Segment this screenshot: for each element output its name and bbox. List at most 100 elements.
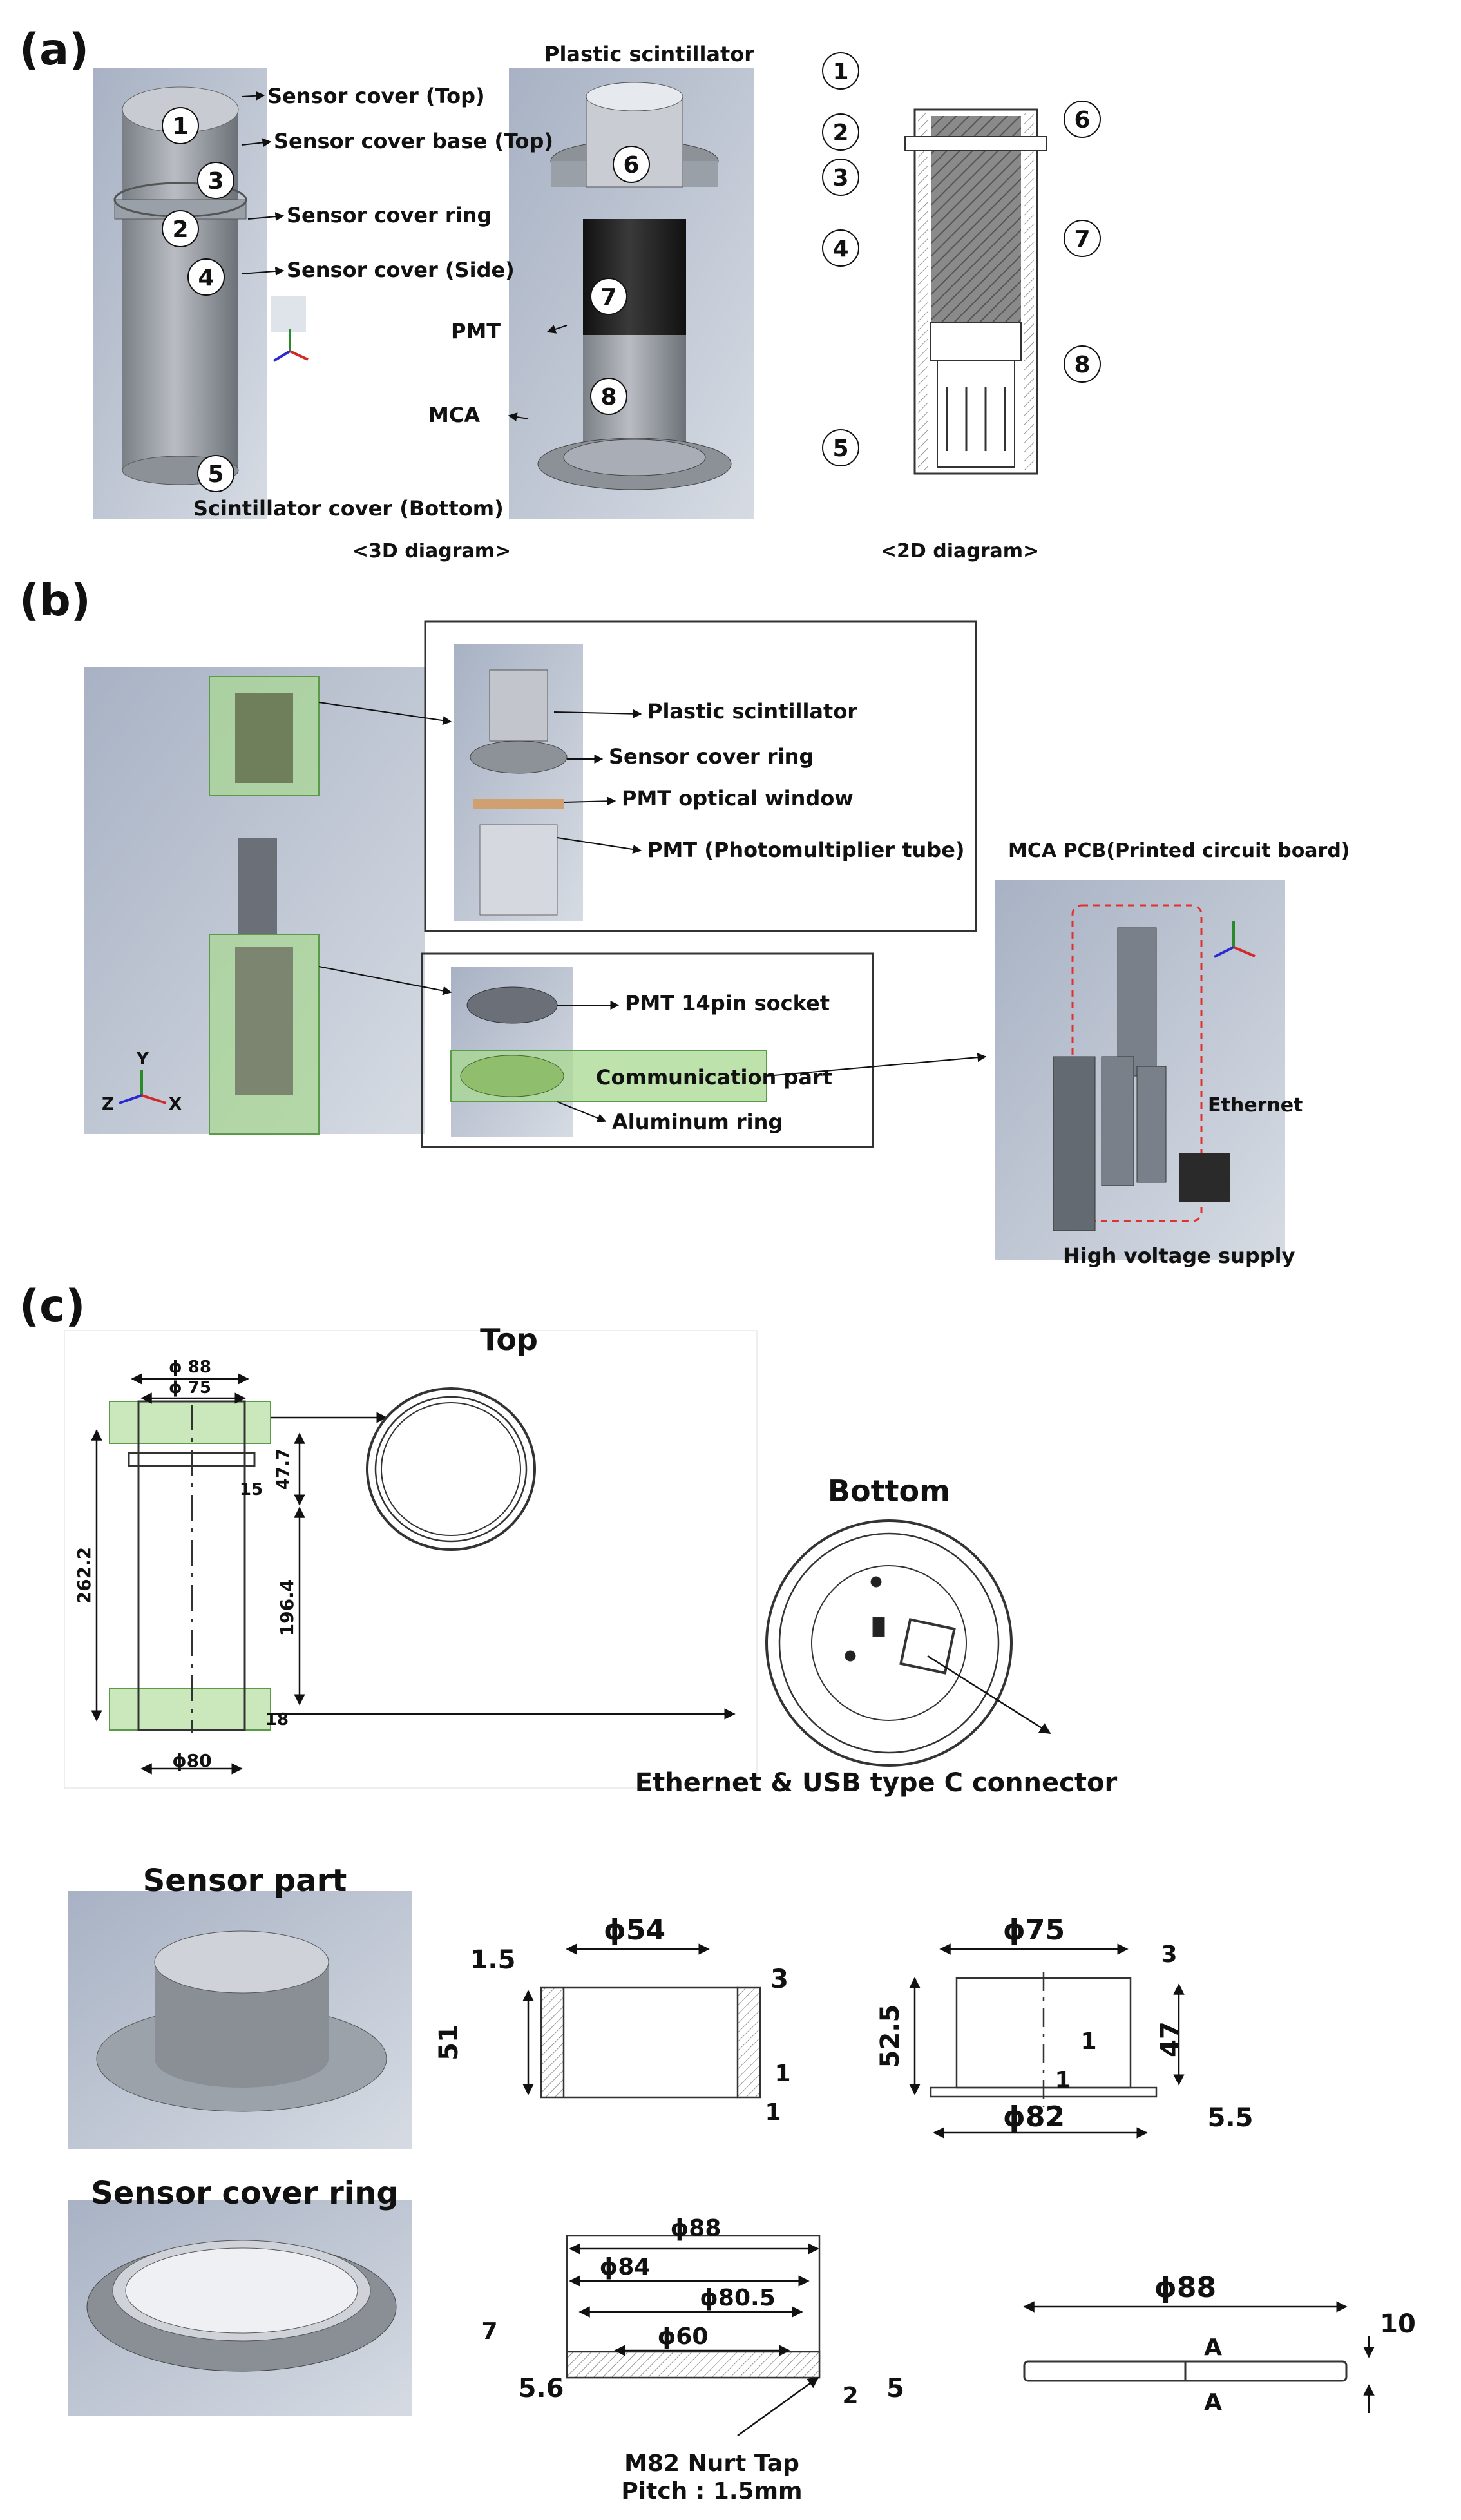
tap-note-2: Pitch : 1.5mm xyxy=(621,2478,802,2505)
callout-box-upper xyxy=(424,620,977,932)
sensor-part-dim-14: 5.5 xyxy=(1208,2103,1254,2133)
balloon-2d-1-circle xyxy=(822,52,859,90)
b-label-10: High voltage supply xyxy=(1063,1244,1295,1268)
bottom-title: Bottom xyxy=(828,1474,950,1508)
balloon-3d-1-circle xyxy=(162,107,199,144)
sensor-part-dim-2: 1.5 xyxy=(470,1945,516,1975)
render-3d-exploded xyxy=(509,68,754,519)
b-arrow-pmt xyxy=(557,837,642,854)
a-label-7: PMT xyxy=(451,319,501,343)
a-label-6: Plastic scintillator xyxy=(544,42,754,66)
sensor-part-section xyxy=(540,1986,761,2099)
b-arrow-alum xyxy=(557,1101,607,1122)
sensor-part-dim-5: 1 xyxy=(774,2061,790,2087)
balloon-3d-8: 8 xyxy=(600,384,616,410)
sensor-part-dim-11: 47 xyxy=(1156,2021,1185,2057)
axis-triad-b2 xyxy=(1214,921,1256,958)
main-dimension-lines xyxy=(91,1373,736,1775)
render-exploded-full xyxy=(84,667,425,1135)
ring-dim-6: 5.6 xyxy=(519,2374,564,2403)
b-label-9: Ethernet xyxy=(1208,1094,1303,1117)
balloon-2d-4: 4 xyxy=(832,236,848,262)
main-dim-1: ϕ 88 xyxy=(169,1358,211,1377)
balloon-2d-5: 5 xyxy=(832,436,848,462)
ring-dim-10: 10 xyxy=(1380,2309,1416,2339)
b-label-7: Aluminum ring xyxy=(612,1110,783,1134)
ring-side xyxy=(1023,2360,1348,2382)
sensor-part-dim-7: ϕ75 xyxy=(1003,1914,1065,1947)
b-arrow-scint xyxy=(553,709,642,718)
main-dim-8: ϕ80 xyxy=(172,1750,211,1771)
axis-label-x: X xyxy=(169,1095,182,1114)
a-label-3: Sensor cover ring xyxy=(287,203,492,227)
ring-title: Sensor cover ring xyxy=(91,2175,399,2211)
balloon-3d-4-circle xyxy=(187,258,225,296)
balloon-3d-7-circle xyxy=(590,278,627,315)
main-dim-6: 196.4 xyxy=(276,1579,298,1637)
sensor-part-dim-lines xyxy=(522,1943,1185,2139)
a-arrow-7 xyxy=(546,325,568,334)
panel-b-connectors xyxy=(318,702,987,1077)
sensor-part-dim-13: ϕ82 xyxy=(1003,2101,1065,2133)
sensor-part-dim-8: 3 xyxy=(1161,1941,1177,1968)
b-label-4: PMT (Photomultiplier tube) xyxy=(647,838,965,862)
b-label-1: Plastic scintillator xyxy=(647,699,857,724)
ring-dim-5: 7 xyxy=(481,2318,497,2345)
b-label-5: PMT 14pin socket xyxy=(625,991,830,1015)
ring-dim-9: ϕ88 xyxy=(1154,2271,1216,2304)
caption-3d: <3D diagram> xyxy=(352,540,511,563)
balloon-2d-4-circle xyxy=(822,229,859,267)
top-view-rings xyxy=(366,1387,536,1551)
main-dimension-drawing xyxy=(64,1330,758,1789)
render-mca-pcb xyxy=(995,880,1285,1260)
b-label-6: Communication part xyxy=(596,1065,832,1090)
balloon-3d-1: 1 xyxy=(172,113,188,140)
balloon-2d-7-circle xyxy=(1064,220,1101,257)
a-label-2: Sensor cover base (Top) xyxy=(274,129,553,153)
main-dim-2: ϕ 75 xyxy=(169,1378,211,1398)
main-dim-4: 15 xyxy=(240,1480,263,1499)
sensor-part-dim-9: 52.5 xyxy=(875,2005,905,2068)
caption-2d: <2D diagram> xyxy=(881,540,1039,563)
sensor-part-dim-1: ϕ54 xyxy=(604,1914,665,1947)
ring-dim-1: ϕ88 xyxy=(671,2215,721,2242)
ring-dim-2: ϕ84 xyxy=(600,2254,651,2280)
main-dim-5: 262.2 xyxy=(73,1547,95,1604)
panel-a-annotations: Sensor cover (Top) Sensor cover base (Top… xyxy=(162,42,1101,563)
ring-dim-4: ϕ60 xyxy=(658,2323,709,2350)
balloon-2d-8-circle xyxy=(1064,345,1101,383)
balloon-3d-8-circle xyxy=(590,378,627,415)
balloon-3d-7: 7 xyxy=(600,284,616,311)
a-arrow-3 xyxy=(247,212,285,222)
axis-label-z: Z xyxy=(102,1095,114,1114)
ring-dim-12: A xyxy=(1204,2389,1222,2416)
a-label-1: Sensor cover (Top) xyxy=(267,84,485,108)
render-lower-detail xyxy=(450,967,767,1137)
balloon-2d-7: 7 xyxy=(1074,226,1090,253)
balloon-2d-2: 2 xyxy=(832,120,848,146)
balloon-3d-5-circle xyxy=(197,455,234,492)
a-arrow-2 xyxy=(241,138,272,148)
balloon-3d-6: 6 xyxy=(623,152,639,178)
b-label-8: MCA PCB(Printed circuit board) xyxy=(1008,840,1350,862)
sensor-part-render xyxy=(68,1891,412,2149)
panel-label-a: (a) xyxy=(19,24,89,75)
ring-dim-11: A xyxy=(1204,2334,1222,2361)
balloon-2d-3-circle xyxy=(822,159,859,196)
panel-label-b: (b) xyxy=(19,575,91,626)
tap-note-1: M82 Nurt Tap xyxy=(624,2450,799,2477)
balloon-2d-2-circle xyxy=(822,113,859,151)
axis-triad-a xyxy=(272,329,309,362)
balloon-2d-8: 8 xyxy=(1074,352,1090,378)
main-dim-3: 47.7 xyxy=(274,1448,293,1490)
panel-label-c: (c) xyxy=(19,1281,85,1332)
section-2d-diagram xyxy=(904,108,1047,475)
render-upper-detail xyxy=(454,644,583,921)
balloon-3d-4: 4 xyxy=(198,265,214,291)
a-arrow-1 xyxy=(241,91,265,101)
ring-dim-7: 2 xyxy=(842,2383,858,2409)
sensor-part-dim-10: 1 xyxy=(1080,2028,1096,2055)
ring-dim-8: 5 xyxy=(886,2374,904,2403)
axis-triad-b xyxy=(119,1070,167,1104)
